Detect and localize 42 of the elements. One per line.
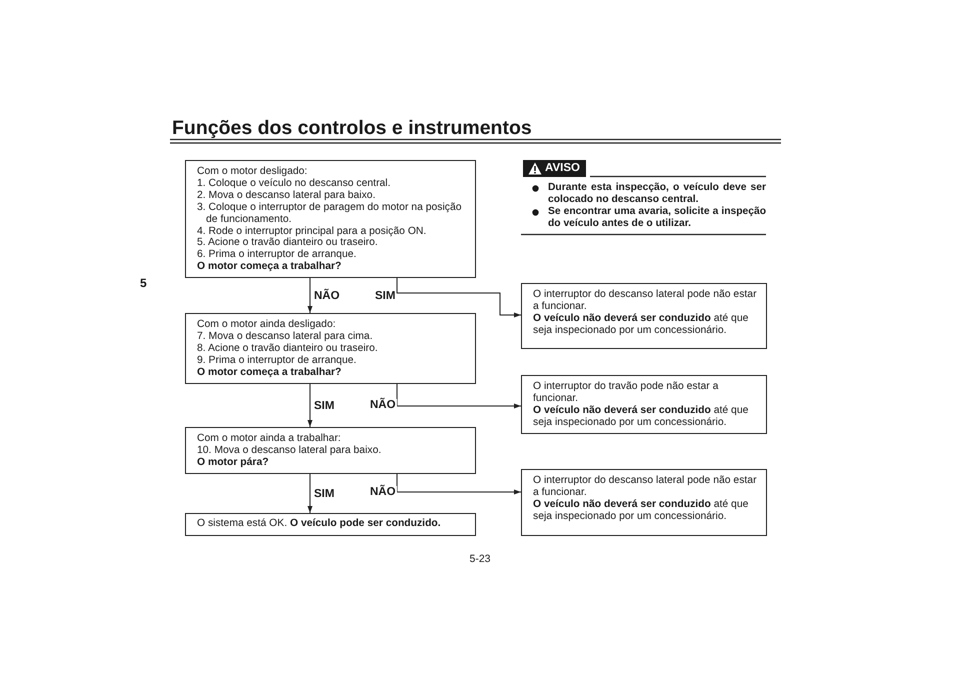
section-number: 5 [140, 276, 147, 290]
bullet-text: Durante esta inspecção, o veículo deve ser colocado no descanso central. [548, 182, 766, 206]
arrow [396, 278, 522, 318]
box-text: O interruptor do descanso lateral pode não estar a funcionar. [533, 475, 758, 499]
box-text: 3. Coloque o interruptor de paragem do motor na posição de funcionamento. [197, 202, 463, 226]
arrow [396, 384, 522, 408]
box-text: O veículo não deverá ser conduzido até que seja inspecionado por um concessionário. [533, 404, 750, 429]
process-box [521, 469, 767, 536]
box-text: O motor começa a trabalhar? [197, 261, 342, 274]
bullet-text: Se encontrar uma avaria, solicite a inspeção do veículo antes de o utilizar. [548, 206, 766, 230]
process-box [521, 375, 767, 434]
process-box [185, 427, 476, 474]
box-text: O interruptor do descanso lateral pode não estar a funcionar. [533, 289, 758, 313]
arrow [308, 474, 312, 514]
box-text: 1. Coloque o veículo no descanso central. [197, 178, 392, 190]
box-text: 5. Acione o travão dianteiro ou traseiro. [197, 237, 379, 250]
box-text: 6. Prima o interruptor de arranque. [197, 249, 358, 262]
warning-label: AVISO [545, 162, 580, 174]
box-text: O motor começa a trabalhar? [197, 366, 342, 379]
arrow [396, 474, 522, 494]
box-text: 9. Prima o interruptor de arranque. [197, 354, 358, 367]
box-text: 2. Mova o descanso lateral para baixo. [197, 190, 376, 202]
arrow [308, 384, 312, 428]
box-text: Com o motor desligado: [197, 166, 308, 178]
process-box [521, 283, 767, 349]
box-text: 8. Acione o travão dianteiro ou traseiro. [197, 342, 379, 355]
arrow [308, 278, 312, 314]
box-text: 7. Mova o descanso lateral para cima. [197, 330, 374, 343]
box-text: O interruptor do travão pode não estar a funcionar. [533, 381, 720, 405]
box-text: O motor pára? [197, 456, 270, 469]
box-text: O veículo não deverá ser conduzido até que seja inspecionado por um concessionário. [533, 312, 750, 337]
box-text: Com o motor ainda desligado: [197, 319, 337, 331]
box-text: 10. Mova o descanso lateral para baixo. [197, 444, 382, 457]
box-text: O sistema está OK. O veículo pode ser conduzido. [197, 518, 442, 530]
box-text: 4. Rode o interruptor principal para a posição ON. [197, 226, 428, 238]
box-text: O veículo não deverá ser conduzido até que seja inspecionado por um concessionário. [533, 498, 750, 523]
process-box [185, 160, 476, 278]
page-title: Funções dos controlos e instrumentos [172, 117, 532, 140]
process-box [185, 513, 476, 536]
page-number: 5-23 [468, 553, 492, 565]
process-box [185, 313, 476, 384]
box-text: Com o motor ainda a trabalhar: [197, 433, 342, 445]
